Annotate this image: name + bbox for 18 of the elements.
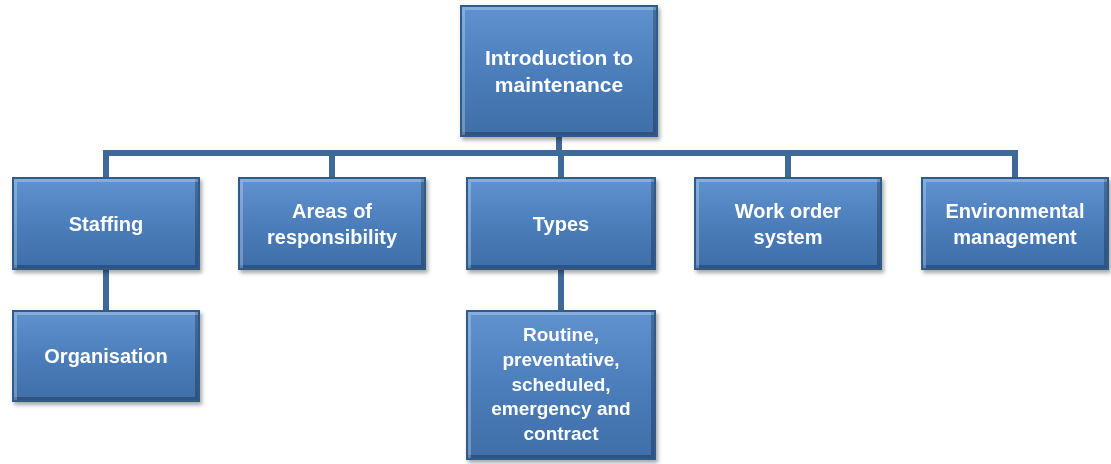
node-box bbox=[12, 310, 200, 402]
node-box bbox=[466, 177, 656, 270]
node-label: Areas of responsibility bbox=[266, 198, 398, 250]
node-label: Types bbox=[532, 211, 590, 237]
connector-line bbox=[103, 270, 109, 310]
node-label: Staffing bbox=[68, 211, 144, 237]
node-box bbox=[460, 5, 658, 137]
node-label: Work order system bbox=[733, 198, 843, 250]
node-label: Organisation bbox=[44, 344, 168, 369]
node-box bbox=[921, 177, 1109, 270]
node-box bbox=[12, 177, 200, 270]
connector-line bbox=[558, 270, 564, 310]
node-box bbox=[238, 177, 426, 270]
node-box bbox=[466, 310, 656, 460]
node-box bbox=[694, 177, 882, 270]
node-label: Introduction to maintenance bbox=[483, 44, 635, 98]
node-label: Environmental management bbox=[944, 198, 1086, 250]
node-label: Routine, preventative, scheduled, emergency and contract bbox=[490, 323, 632, 447]
